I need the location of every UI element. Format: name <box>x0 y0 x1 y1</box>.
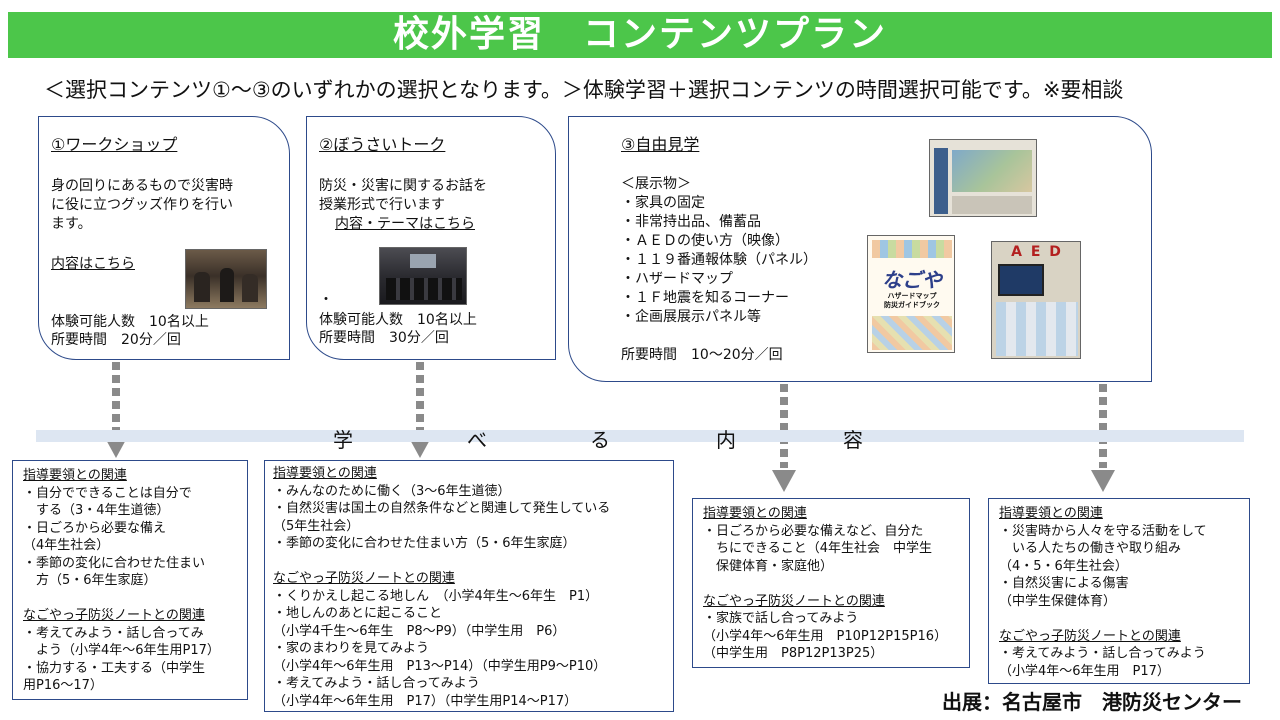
curriculum-box-3-text: 指導要領との関連 ・日ごろから必要な備えなど、自分た ちにできること（4年生社会… <box>703 506 948 661</box>
card-free-duration: 所要時間 10～20分／回 <box>621 347 783 363</box>
connector-dots-4 <box>1099 384 1107 468</box>
card-workshop-link[interactable]: 内容はこちら <box>51 256 135 272</box>
card-talk: ②ぼうさいトーク 防災・災害に関するお話を 授業形式で行います 内容・テーマはこ… <box>306 116 556 360</box>
page-banner: 校外学習 コンテンツプラン <box>8 12 1272 58</box>
card-talk-desc: 防災・災害に関するお話を 授業形式で行います <box>319 178 487 213</box>
connector-dots-1 <box>112 362 120 432</box>
exhibit-item: ・ＡＥＤの使い方（映像） <box>621 233 789 249</box>
connector-dots-2 <box>416 362 424 432</box>
card-talk-bullet: ・ <box>319 292 333 308</box>
card-talk-capacity: 体験可能人数 10名以上 <box>319 312 477 328</box>
aed-sign: A E D <box>1011 244 1063 260</box>
card-free: ③自由見学 ＜展示物＞ ・家具の固定・非常持出品、備蓄品・ＡＥＤの使い方（映像）… <box>568 116 1152 382</box>
card-talk-link[interactable]: 内容・テーマはこちら <box>335 216 475 232</box>
learn-char-5: 容 <box>843 428 863 452</box>
card-free-header: ＜展示物＞ <box>621 176 691 192</box>
exhibit-list: ・家具の固定・非常持出品、備蓄品・ＡＥＤの使い方（映像） ・１１９番通報体験（パネ… <box>621 194 817 327</box>
arrow-down-3-icon <box>772 470 796 492</box>
card-workshop-title: ①ワークショップ <box>51 135 178 154</box>
curriculum-box-3: 指導要領との関連 ・日ごろから必要な備えなど、自分た ちにできること（4年生社会… <box>692 498 970 668</box>
learning-band <box>36 430 1244 442</box>
learn-char-2: べ <box>467 428 487 452</box>
exhibit-item: ・家具の固定 <box>621 195 705 211</box>
hazard-map-booklet: なごや ハザードマップ 防災ガイドブック <box>867 235 955 353</box>
exhibit-item: ・ハザードマップ <box>621 271 733 287</box>
learn-char-3: る <box>590 428 610 452</box>
arrow-down-4-icon <box>1091 470 1115 492</box>
card-workshop-desc: 身の回りにあるもので災害時 に役に立つグッズ作りを行い ます。 <box>51 178 233 232</box>
card-workshop-capacity: 体験可能人数 10名以上 <box>51 314 209 330</box>
credit-line: 出展：名古屋市 港防災センター <box>942 690 1242 714</box>
exhibit-item: ・１Ｆ地震を知るコーナー <box>621 290 789 306</box>
curriculum-box-4: 指導要領との関連 ・災害時から人々を守る活動をして いる人たちの働きや取り組み … <box>988 498 1250 684</box>
learn-char-1: 学 <box>333 428 353 452</box>
card-workshop: ①ワークショップ 身の回りにあるもので災害時 に役に立つグッズ作りを行い ます。… <box>38 116 290 360</box>
curriculum-box-4-text: 指導要領との関連 ・災害時から人々を守る活動をして いる人たちの働きや取り組み … <box>999 506 1207 679</box>
talk-photo <box>379 247 467 305</box>
card-talk-title: ②ぼうさいトーク <box>319 135 446 154</box>
card-talk-duration: 所要時間 30分／回 <box>319 330 449 346</box>
learn-char-4: 内 <box>716 428 736 452</box>
subtitle: ＜選択コンテンツ①～③のいずれかの選択となります。＞体験学習＋選択コンテンツの時… <box>44 78 1124 102</box>
curriculum-box-1-text: 指導要領との関連 ・自分でできることは自分で する（3・4年生道徳） ・日ごろか… <box>23 468 220 693</box>
exhibit-item: ・非常持出品、備蓄品 <box>621 214 761 230</box>
booklet-subtitle: ハザードマップ 防災ガイドブック <box>884 292 940 309</box>
curriculum-box-1: 指導要領との関連 ・自分でできることは自分で する（3・4年生道徳） ・日ごろか… <box>12 460 248 700</box>
exhibit-photo-map <box>929 139 1037 217</box>
exhibit-item: ・１１９番通報体験（パネル） <box>621 252 817 268</box>
exhibit-photo-aed: A E D <box>991 241 1081 359</box>
booklet-title: なごや <box>882 268 942 292</box>
exhibit-item: ・企画展展示パネル等 <box>621 309 761 325</box>
workshop-photo <box>185 249 267 309</box>
card-workshop-duration: 所要時間 20分／回 <box>51 332 181 348</box>
card-free-title: ③自由見学 <box>621 135 700 154</box>
connector-dots-3 <box>780 384 788 468</box>
curriculum-box-2: 指導要領との関連 ・みんなのために働く（3～6年生道徳） ・自然災害は国土の自然… <box>264 460 674 712</box>
curriculum-box-2-text: 指導要領との関連 ・みんなのために働く（3～6年生道徳） ・自然災害は国土の自然… <box>273 466 611 709</box>
